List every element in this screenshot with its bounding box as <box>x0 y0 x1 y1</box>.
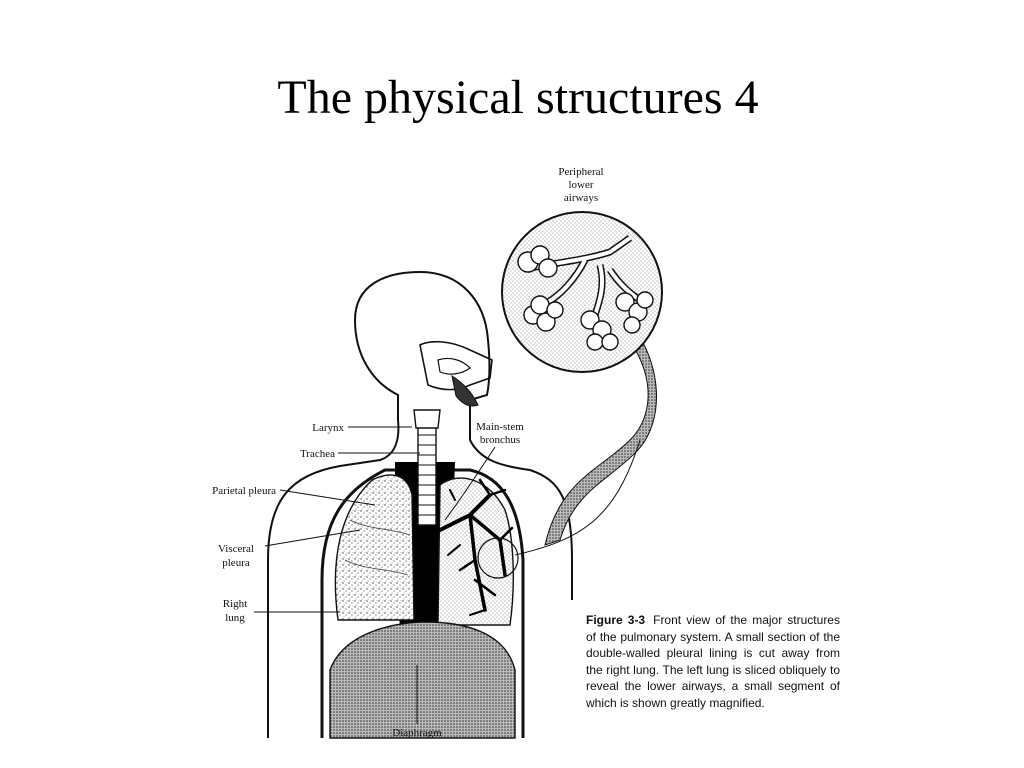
label-visceral-pleura-2: pleura <box>222 557 250 569</box>
label-parietal-pleura: Parietal pleura <box>212 485 276 497</box>
bronchial-tree <box>438 478 514 616</box>
label-peripheral-1: Peripheral <box>558 166 603 178</box>
diaphragm <box>329 621 516 739</box>
figure-caption-text: Front view of the major structures of th… <box>586 613 840 710</box>
trachea <box>413 409 441 526</box>
body-outline <box>267 270 573 738</box>
magnified-spot <box>477 537 519 579</box>
magnified-airways <box>501 211 663 546</box>
label-peripheral-3: airways <box>564 192 598 204</box>
slide-title: The physical structures 4 <box>277 71 759 124</box>
leader-lines <box>254 426 641 724</box>
right-lung <box>334 474 415 621</box>
label-diaphragm: Diaphragm <box>392 727 442 739</box>
label-peripheral-2: lower <box>568 179 593 191</box>
label-right-lung-1: Right <box>223 598 247 610</box>
label-larynx: Larynx <box>312 422 344 434</box>
label-main-stem-2: bronchus <box>480 434 520 446</box>
label-visceral-pleura-1: Visceral <box>218 543 254 555</box>
figure-caption-label: Figure 3-3 <box>586 613 646 627</box>
label-trachea: Trachea <box>300 448 335 460</box>
label-right-lung-2: lung <box>225 612 245 624</box>
label-main-stem-1: Main-stem <box>476 421 524 433</box>
